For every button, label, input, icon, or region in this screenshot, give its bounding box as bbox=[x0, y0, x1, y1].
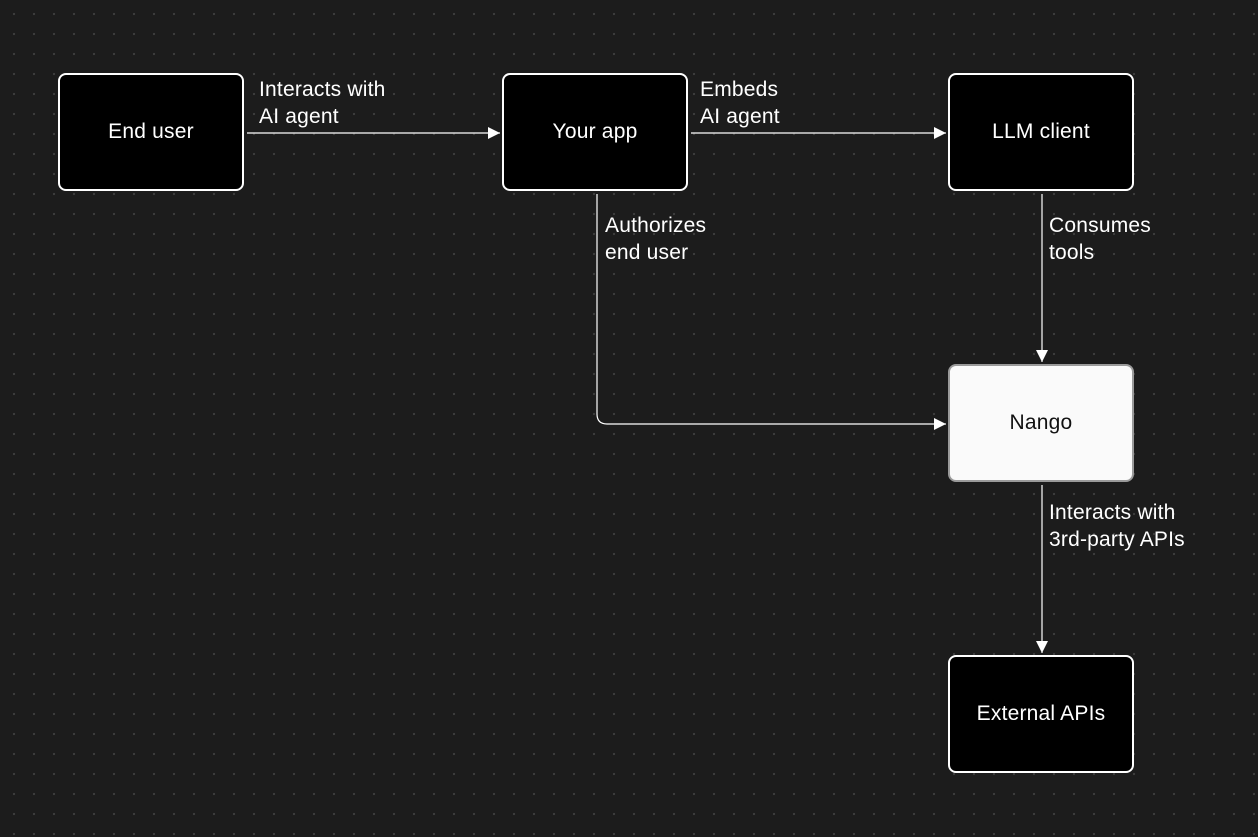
edge-label-llm-client-to-nango: Consumes tools bbox=[1049, 214, 1151, 264]
node-llm-client-label: LLM client bbox=[992, 120, 1090, 143]
node-end-user-label: End user bbox=[108, 120, 194, 143]
node-end-user[interactable]: End user bbox=[58, 73, 244, 191]
node-external-apis-label: External APIs bbox=[976, 702, 1106, 725]
edge-your-app-to-nango bbox=[596, 194, 946, 430]
node-llm-client[interactable]: LLM client bbox=[948, 73, 1134, 191]
node-nango[interactable]: Nango bbox=[948, 364, 1134, 482]
node-your-app[interactable]: Your app bbox=[502, 73, 688, 191]
node-external-apis[interactable]: External APIs bbox=[948, 655, 1134, 773]
edge-label-your-app-to-llm-client: Embeds AI agent bbox=[700, 78, 780, 128]
edge-label-nango-to-external-apis: Interacts with 3rd-party APIs bbox=[1049, 501, 1185, 551]
edge-label-your-app-to-nango: Authorizes end user bbox=[605, 214, 707, 264]
node-nango-label: Nango bbox=[1009, 411, 1073, 434]
edge-label-end-user-to-your-app: Interacts with AI agent bbox=[259, 78, 386, 128]
node-your-app-label: Your app bbox=[552, 120, 638, 143]
